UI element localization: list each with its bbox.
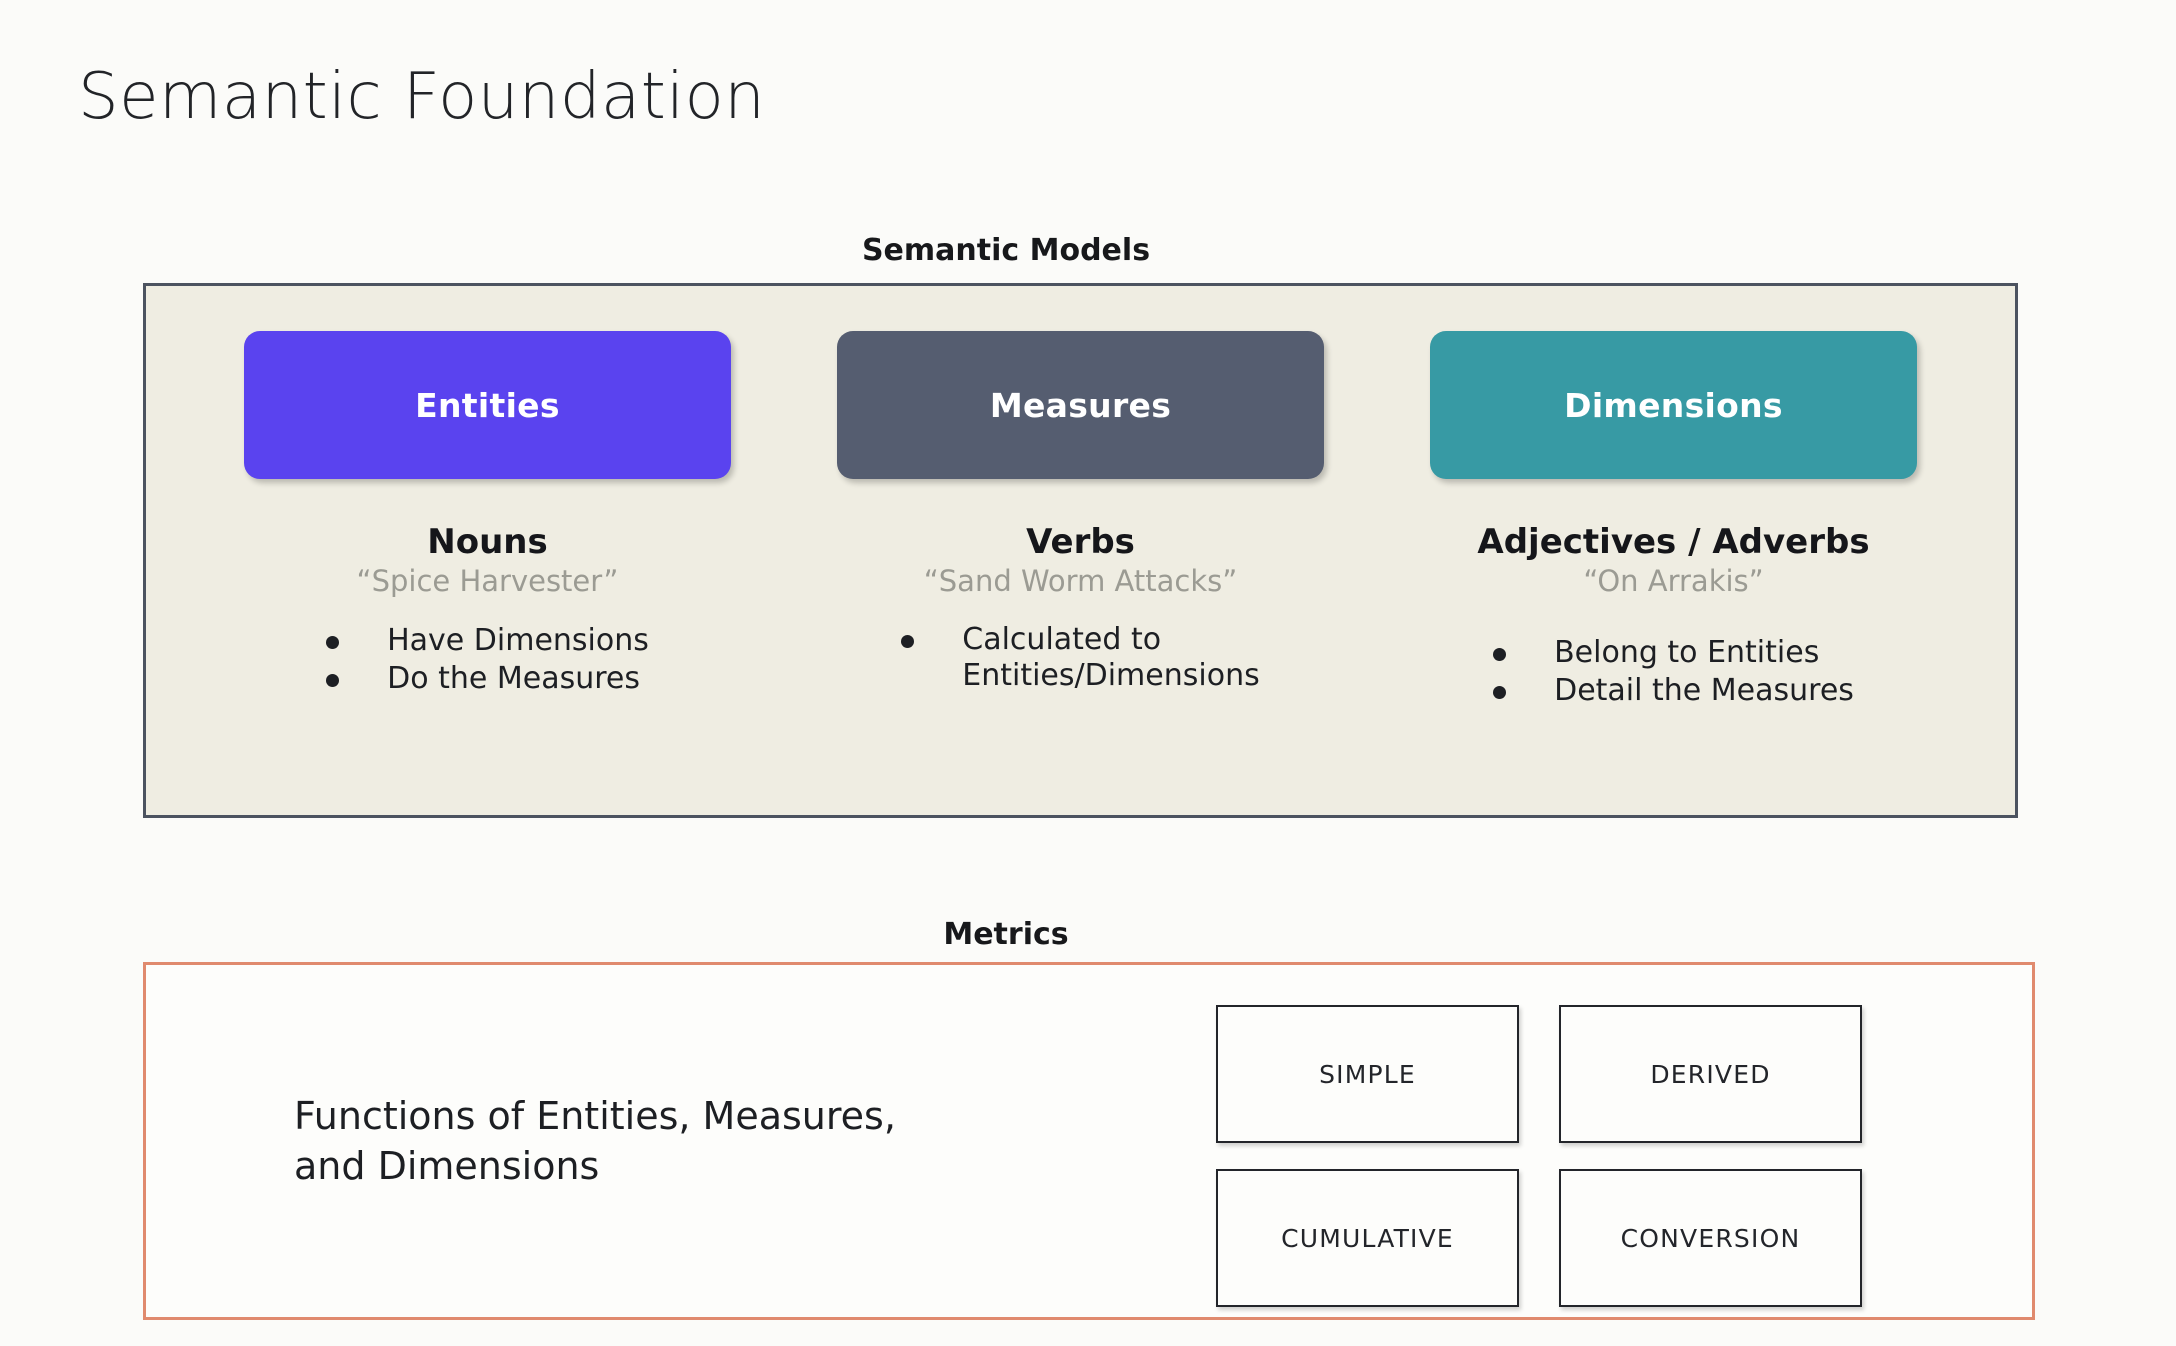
measures-bullet-list: Calculated to Entities/Dimensions xyxy=(901,621,1260,697)
list-item: Belong to Entities xyxy=(1493,635,1854,672)
bullet-dot-icon xyxy=(1493,686,1507,700)
list-item-label: Belong to Entities xyxy=(1554,634,1820,670)
bullet-dot-icon xyxy=(326,635,340,649)
entities-chip[interactable]: Entities xyxy=(244,331,731,479)
metrics-panel: Functions of Entities, Measures, and Dim… xyxy=(143,962,2035,1320)
entities-example: “Spice Harvester” xyxy=(356,564,619,599)
list-item-label: Have Dimensions xyxy=(387,622,649,658)
dimensions-bullet-list: Belong to Entities Detail the Measures xyxy=(1493,635,1854,712)
list-item: Detail the Measures xyxy=(1493,673,1854,710)
list-item: Have Dimensions xyxy=(326,623,649,660)
list-item-label: Detail the Measures xyxy=(1554,673,1854,709)
page-title: Semantic Foundation xyxy=(78,60,766,134)
entities-bullet-list: Have Dimensions Do the Measures xyxy=(326,623,649,700)
dimensions-part-of-speech: Adjectives / Adverbs xyxy=(1477,522,1870,562)
metric-type-conversion[interactable]: CONVERSION xyxy=(1559,1169,1862,1307)
measures-chip[interactable]: Measures xyxy=(837,331,1324,479)
metric-type-grid: SIMPLE DERIVED CUMULATIVE CONVERSION xyxy=(1216,1005,1862,1307)
measures-example: “Sand Worm Attacks” xyxy=(923,564,1238,599)
list-item-label: Do the Measures xyxy=(387,661,640,697)
bullet-dot-icon xyxy=(901,634,915,648)
list-item: Do the Measures xyxy=(326,661,649,698)
metric-type-derived[interactable]: DERIVED xyxy=(1559,1005,1862,1143)
list-item: Calculated to Entities/Dimensions xyxy=(901,621,1260,695)
semantic-models-columns: Entities Nouns “Spice Harvester” Have Di… xyxy=(146,286,2015,815)
semantic-models-label: Semantic Models xyxy=(861,233,1151,268)
metric-type-cumulative[interactable]: CUMULATIVE xyxy=(1216,1169,1519,1307)
semantic-models-panel: Entities Nouns “Spice Harvester” Have Di… xyxy=(143,283,2018,818)
dimensions-example: “On Arrakis” xyxy=(1583,564,1764,599)
semantic-column-dimensions: Dimensions Adjectives / Adverbs “On Arra… xyxy=(1377,331,1970,815)
bullet-dot-icon xyxy=(1493,647,1507,661)
metrics-label: Metrics xyxy=(943,917,1069,952)
list-item-label: Calculated to Entities/Dimensions xyxy=(962,621,1260,694)
measures-part-of-speech: Verbs xyxy=(1026,522,1135,562)
semantic-column-entities: Entities Nouns “Spice Harvester” Have Di… xyxy=(191,331,784,815)
metrics-description: Functions of Entities, Measures, and Dim… xyxy=(294,1093,896,1188)
entities-part-of-speech: Nouns xyxy=(427,522,548,562)
metric-type-simple[interactable]: SIMPLE xyxy=(1216,1005,1519,1143)
dimensions-chip[interactable]: Dimensions xyxy=(1430,331,1917,479)
bullet-dot-icon xyxy=(326,674,340,688)
semantic-column-measures: Measures Verbs “Sand Worm Attacks” Calcu… xyxy=(784,331,1377,815)
